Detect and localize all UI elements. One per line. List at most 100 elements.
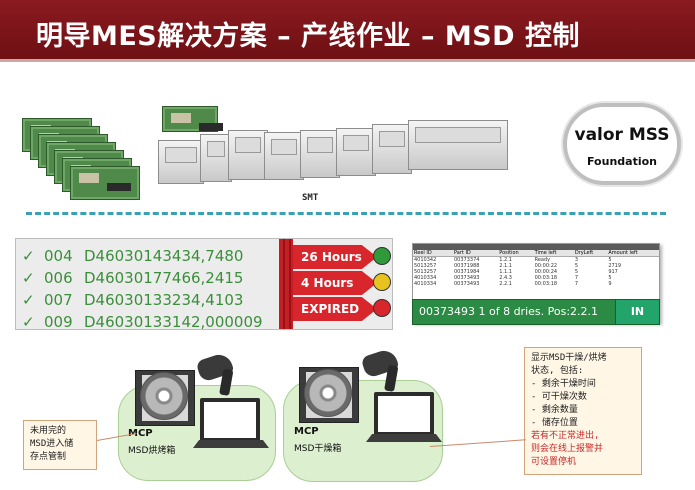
cell: 00373493 xyxy=(454,275,480,281)
cell: Ready xyxy=(534,257,551,263)
col-header: Amount left xyxy=(607,250,659,257)
pcb-board-single xyxy=(162,106,223,132)
msd-id: D46030177466,2415 xyxy=(84,269,244,287)
note-line: - 可干燥次数 xyxy=(531,392,587,402)
laptop-base xyxy=(193,440,269,448)
cell: 5 xyxy=(574,269,579,275)
msd-row: ✓ 009 D46030133142,000009 xyxy=(22,313,263,330)
pcb-board xyxy=(70,166,140,200)
cell: 2719 xyxy=(608,263,622,269)
cell: 3 xyxy=(574,257,579,263)
cell: 5 xyxy=(608,257,612,263)
smt-label: SMT xyxy=(302,193,319,203)
check-icon: ✓ xyxy=(22,291,35,309)
laptop-base xyxy=(366,434,442,442)
scan-status-text: 00373493 1 of 8 dries. Pos:2.2.1 xyxy=(419,305,599,318)
logo-name: valor MSS xyxy=(574,125,670,145)
msd-row: ✓ 007 D46030133234,4103 xyxy=(22,291,243,313)
note-line: 状态, 包括: xyxy=(531,366,584,376)
note-line: - 剩余数量 xyxy=(531,405,578,415)
msd-code: 009 xyxy=(44,313,73,330)
barcode-scanner-icon xyxy=(360,347,400,379)
cell: 2.1.1 xyxy=(499,263,512,269)
callout-line xyxy=(430,439,526,447)
cell: 1.2.1 xyxy=(499,257,512,263)
in-button[interactable]: IN xyxy=(615,300,659,324)
check-icon: ✓ xyxy=(22,269,35,287)
col-header: Part ID xyxy=(453,250,499,257)
msd-code: 004 xyxy=(44,247,73,265)
expired-dot-icon xyxy=(373,299,391,317)
table-row[interactable]: 4010334 00373493 2.4.3 00:03:18 7 5 xyxy=(413,275,659,281)
cell: 00:00:24 xyxy=(534,269,558,275)
smt-machine xyxy=(228,130,268,180)
note-unused-msd: 未用完的 MSD进入储 存点管制 xyxy=(23,420,97,470)
smt-machine xyxy=(200,134,232,182)
cell: 00373493 xyxy=(454,281,480,287)
cell: 4010334 xyxy=(414,275,437,281)
cell: 2.2.1 xyxy=(499,281,512,287)
cell: 5013257 xyxy=(414,269,437,275)
cell: 1.1.1 xyxy=(499,269,512,275)
cell: 7 xyxy=(574,275,579,281)
page-title: 明导MES解决方案 – 产线作业 – MSD 控制 xyxy=(36,21,580,52)
disc-icon xyxy=(304,369,352,417)
col-header: DryLeft xyxy=(573,250,608,257)
laptop-icon xyxy=(200,398,260,442)
cell: 4010342 xyxy=(414,257,437,263)
note-alert-line: 则会在线上报警并 xyxy=(531,444,604,454)
valor-logo: valor MSS Foundation xyxy=(563,103,681,185)
arrow-26-hours: 26 Hours xyxy=(293,245,377,269)
table-row[interactable]: 4010342 00373374 1.2.1 Ready 3 5 xyxy=(413,257,659,263)
col-header: Reel ID xyxy=(413,250,453,257)
note-msd-status: 显示MSD干燥/烘烤 状态, 包括: - 剩余干燥时间 - 可干燥次数 - 剩余… xyxy=(524,347,642,475)
table-row[interactable]: 5013257 00371984 1.1.1 00:00:24 5 917 xyxy=(413,269,659,275)
cell: 00371984 xyxy=(454,269,480,275)
cell: 00:03:18 xyxy=(534,275,558,281)
note-line: MSD进入储 xyxy=(30,439,74,449)
status-stripes xyxy=(279,239,293,329)
disc-icon xyxy=(140,372,188,420)
cell: 2.4.3 xyxy=(499,275,512,281)
reflow-oven xyxy=(408,120,508,170)
note-alert-line: 若有不正常进出, xyxy=(531,431,600,441)
bake-oven-label: MSD烘烤箱 xyxy=(128,446,176,456)
msd-row: ✓ 006 D46030177466,2415 xyxy=(22,269,243,291)
ok-dot-icon xyxy=(373,247,391,265)
col-header: Position xyxy=(498,250,534,257)
note-alert-line: 可设置停机 xyxy=(531,457,577,467)
smt-machine xyxy=(264,132,304,180)
laptop-icon xyxy=(374,392,434,436)
msd-id: D46030143434,7480 xyxy=(84,247,244,265)
check-icon: ✓ xyxy=(22,313,35,330)
msd-row: ✓ 004 D46030143434,7480 xyxy=(22,247,243,269)
cell: 4010334 xyxy=(414,281,437,287)
msd-code: 007 xyxy=(44,291,73,309)
msd-id: D46030133234,4103 xyxy=(84,291,244,309)
msd-status-list: ✓ 004 D46030143434,7480 ✓ 006 D46030177466,2… xyxy=(15,238,393,330)
msd-id: D46030133142,000009 xyxy=(84,313,263,330)
note-line: 显示MSD干燥/烘烤 xyxy=(531,353,607,363)
note-line: - 剩余干燥时间 xyxy=(531,379,596,389)
cell: 7 xyxy=(574,281,579,287)
barcode-scanner-icon xyxy=(195,351,235,383)
smt-machine xyxy=(158,140,204,184)
cell: 00373374 xyxy=(454,257,480,263)
note-line: 存点管制 xyxy=(30,452,67,462)
logo-sub: Foundation xyxy=(586,155,657,168)
cell: 917 xyxy=(608,269,618,275)
divider xyxy=(26,212,666,215)
dry-cabinet-label: MSD干燥箱 xyxy=(294,444,342,454)
cell: 9 xyxy=(608,281,612,287)
cell: 5 xyxy=(608,275,612,281)
window-titlebar xyxy=(413,244,659,250)
smt-machine xyxy=(372,124,412,174)
check-icon: ✓ xyxy=(22,247,35,265)
warning-dot-icon xyxy=(373,273,391,291)
scan-status-bar: 00373493 1 of 8 dries. Pos:2.2.1 IN xyxy=(412,299,660,325)
arrow-4-hours: 4 Hours xyxy=(293,271,377,295)
note-line: - 储存位置 xyxy=(531,418,578,428)
msd-code: 006 xyxy=(44,269,73,287)
